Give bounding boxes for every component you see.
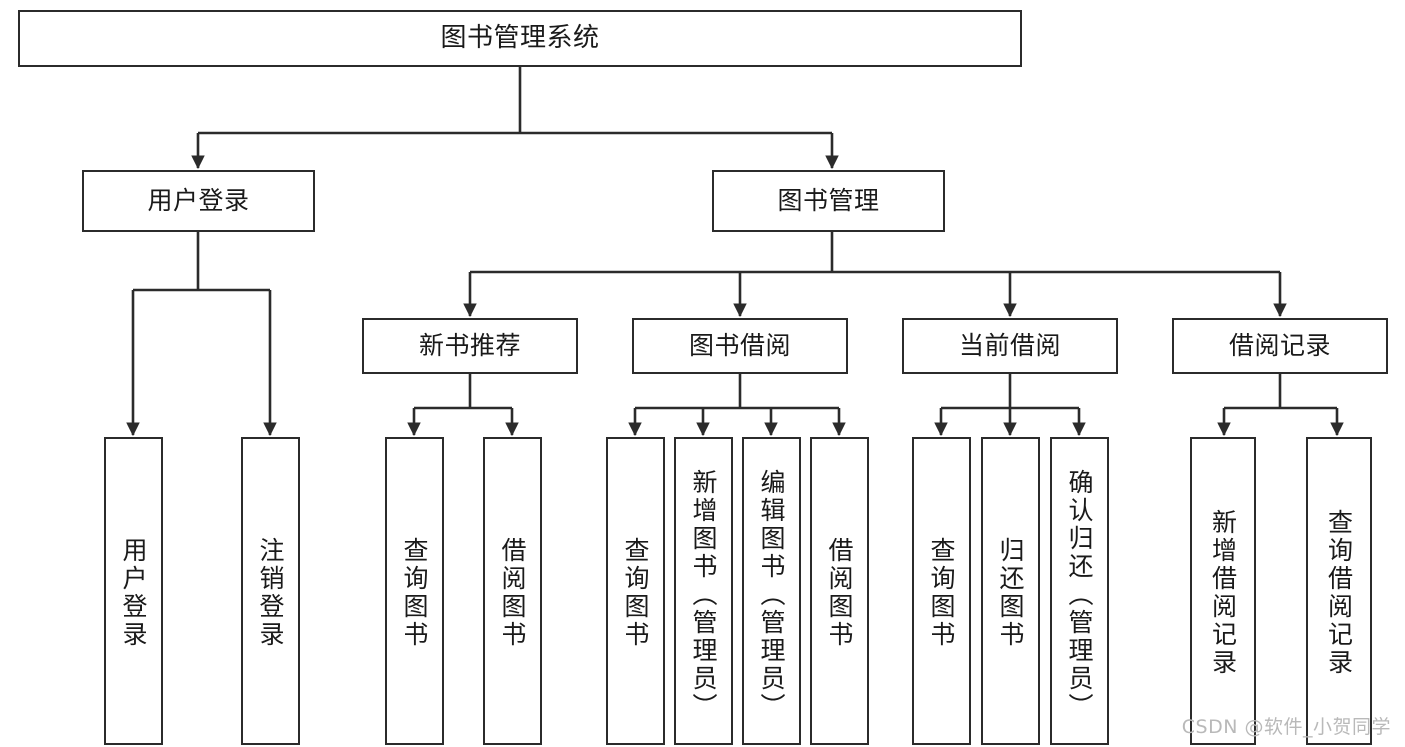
node-label: 归还图书 — [996, 537, 1025, 649]
node-label: 新增图书（管理员） — [689, 469, 718, 721]
node-new-book-recommend[interactable]: 新书推荐 — [362, 318, 578, 374]
leaf-current-query-book[interactable]: 查询图书 — [912, 437, 971, 745]
leaf-current-confirm-return-admin[interactable]: 确认归还（管理员） — [1050, 437, 1109, 745]
leaf-borrow-borrow-book[interactable]: 借阅图书 — [810, 437, 869, 745]
leaf-record-query-record[interactable]: 查询借阅记录 — [1306, 437, 1372, 745]
leaf-recommend-query-book[interactable]: 查询图书 — [385, 437, 444, 745]
node-label: 查询图书 — [927, 537, 956, 649]
node-label: 查询借阅记录 — [1324, 509, 1354, 677]
node-label: 借阅图书 — [498, 537, 527, 649]
node-label: 用户登录 — [147, 186, 250, 215]
node-root-system[interactable]: 图书管理系统 — [18, 10, 1022, 67]
leaf-user-login-login[interactable]: 用户登录 — [104, 437, 163, 745]
node-label: 确认归还（管理员） — [1065, 469, 1094, 721]
node-label: 用户登录 — [119, 537, 148, 649]
node-label: 图书借阅 — [688, 331, 791, 360]
leaf-record-add-record[interactable]: 新增借阅记录 — [1190, 437, 1256, 745]
node-label: 编辑图书（管理员） — [757, 469, 786, 721]
leaf-recommend-borrow-book[interactable]: 借阅图书 — [483, 437, 542, 745]
node-book-borrow[interactable]: 图书借阅 — [632, 318, 848, 374]
watermark-text: CSDN @软件_小贺同学 — [1181, 716, 1391, 738]
node-label: 借阅图书 — [825, 537, 854, 649]
leaf-borrow-add-book-admin[interactable]: 新增图书（管理员） — [674, 437, 733, 745]
leaf-current-return-book[interactable]: 归还图书 — [981, 437, 1040, 745]
node-label: 图书管理系统 — [440, 22, 600, 53]
leaf-borrow-edit-book-admin[interactable]: 编辑图书（管理员） — [742, 437, 801, 745]
node-user-login[interactable]: 用户登录 — [82, 170, 315, 232]
node-borrow-record[interactable]: 借阅记录 — [1172, 318, 1388, 374]
node-label: 图书管理 — [777, 186, 880, 215]
node-label: 借阅记录 — [1228, 331, 1331, 360]
node-current-borrow[interactable]: 当前借阅 — [902, 318, 1118, 374]
node-label: 新增借阅记录 — [1208, 509, 1238, 677]
node-label: 当前借阅 — [958, 331, 1061, 360]
node-label: 查询图书 — [621, 537, 650, 649]
node-label: 注销登录 — [256, 537, 285, 649]
leaf-borrow-query-book[interactable]: 查询图书 — [606, 437, 665, 745]
node-book-management[interactable]: 图书管理 — [712, 170, 945, 232]
leaf-user-login-logout[interactable]: 注销登录 — [241, 437, 300, 745]
node-label: 新书推荐 — [418, 331, 521, 360]
node-label: 查询图书 — [400, 537, 429, 649]
